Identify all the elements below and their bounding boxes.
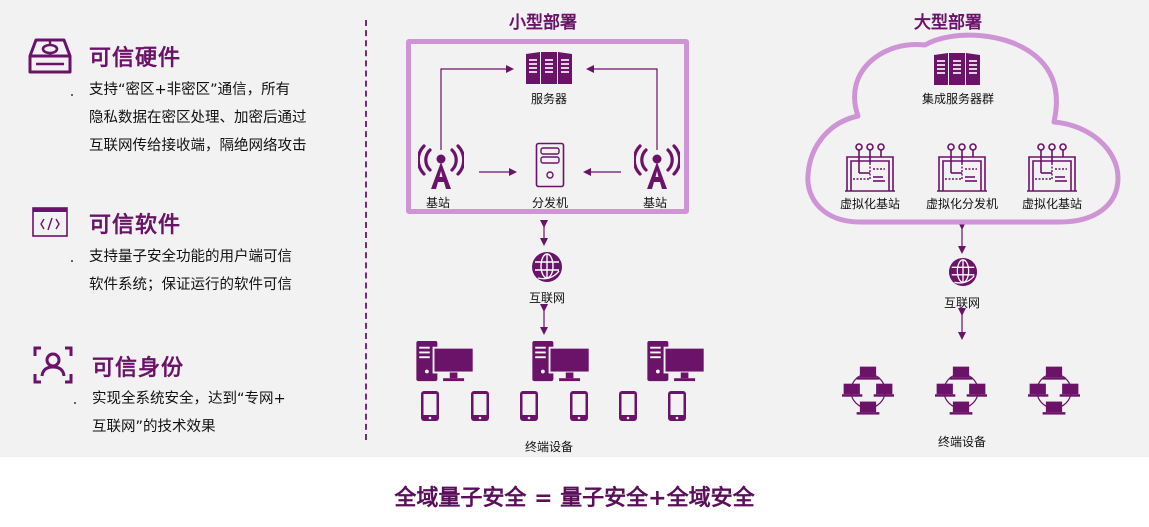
bullet-marker [74,402,76,404]
desc-line: 支持量子安全功能的用户端可信 [89,249,292,265]
section-divider [365,20,367,440]
laptop-network-icon [842,365,894,417]
feature-title: 可信软件 [89,213,182,238]
terminals-label: 终端设备 [524,440,574,454]
server-label: 服务器 [530,92,568,106]
large-deployment-title: 大型部署 [914,13,982,33]
terminals-label: 终端设备 [937,435,987,449]
desc-line: 实现全系统安全，达到“专网+ [92,391,286,407]
base-station-label: 基站 [642,196,668,210]
desc-line: 互联网”的技术效果 [92,419,216,435]
virtual-base-station-icon [1027,143,1077,193]
bullet-marker [71,260,73,262]
cloud-frame [805,32,1121,225]
virtual-node-label: 虚拟化基站 [1021,197,1083,211]
desc-line: 支持“密区+非密区”通信，所有 [89,82,291,98]
small-deployment-title: 小型部署 [509,13,577,33]
virtual-node-label: 虚拟化基站 [839,197,901,211]
feature-title: 可信身份 [92,356,185,381]
connector-arrows [440,65,966,340]
feature-title: 可信硬件 [89,46,182,71]
internet-label: 互联网 [528,291,566,305]
desc-line: 互联网传给接收端，隔绝网络攻击 [89,138,307,154]
footer-formula: 全域量子安全 = 量子安全+全域安全 [394,486,755,511]
desc-line: 软件系统；保证运行的软件可信 [89,277,292,293]
code-window-icon [32,207,68,237]
virtual-distributor-icon [937,143,987,193]
globe-icon [948,257,978,287]
bullet-marker [71,94,73,96]
server-cluster-label: 集成服务器群 [921,92,995,106]
server-cluster-icon [932,52,982,86]
virtual-node-label: 虚拟化分发机 [925,197,999,211]
virtual-base-station-icon [845,143,895,193]
feature-description: 实现全系统安全，达到“专网+ 互联网”的技术效果 [92,385,352,441]
feature-description: 支持量子安全功能的用户端可信 软件系统；保证运行的软件可信 [89,243,349,299]
identity-scan-icon [33,346,73,384]
feature-description: 支持“密区+非密区”通信，所有 隐私数据在密区处理、加密后通过 互联网传给接收端… [89,76,349,160]
distributor-label: 分发机 [531,196,569,210]
laptop-network-icon [1028,365,1080,417]
base-station-label: 基站 [425,196,451,210]
desc-line: 隐私数据在密区处理、加密后通过 [89,110,307,126]
small-deployment-frame [406,39,689,214]
laptop-network-icon [935,365,987,417]
internet-label: 互联网 [943,296,981,310]
hardware-icon [28,38,72,74]
